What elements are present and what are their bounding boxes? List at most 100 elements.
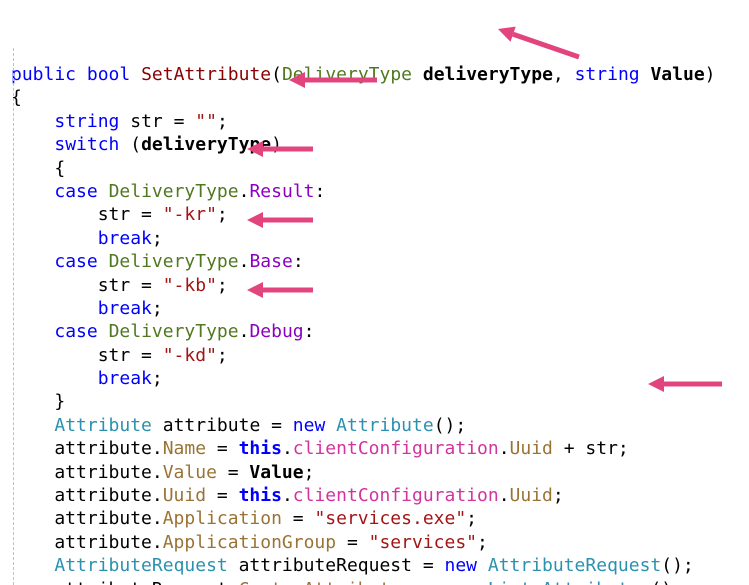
code-token bbox=[98, 321, 109, 342]
code-line[interactable]: str = "-kr"; bbox=[0, 203, 749, 226]
code-token: ; bbox=[303, 461, 315, 483]
code-line[interactable]: AttributeRequest attributeRequest = new … bbox=[0, 554, 749, 577]
code-line[interactable]: attribute.Uuid = this.clientConfiguratio… bbox=[0, 484, 749, 507]
code-token: Attribute bbox=[542, 579, 640, 585]
code-token: string bbox=[574, 64, 640, 85]
code-line[interactable]: str = "-kd"; bbox=[0, 344, 749, 367]
code-token: (); bbox=[661, 555, 694, 577]
code-token: DeliveryType bbox=[108, 180, 239, 202]
code-token bbox=[11, 228, 98, 249]
code-token bbox=[11, 555, 54, 576]
code-line[interactable]: attributeRequest.CustomAttributes = new … bbox=[0, 578, 749, 585]
code-token: < bbox=[531, 579, 542, 585]
code-token: Attribute bbox=[54, 414, 152, 436]
code-token bbox=[11, 134, 54, 155]
code-token: attribute. bbox=[11, 461, 163, 483]
code-lines: public bool SetAttribute(DeliveryType de… bbox=[0, 63, 749, 585]
code-line[interactable]: attribute.Name = this.clientConfiguratio… bbox=[0, 437, 749, 460]
code-line[interactable]: attribute.ApplicationGroup = "services"; bbox=[0, 531, 749, 554]
code-token: bool bbox=[86, 64, 131, 85]
code-line[interactable]: string str = ""; bbox=[0, 110, 749, 133]
code-line[interactable]: public bool SetAttribute(DeliveryType de… bbox=[0, 63, 749, 86]
code-token: deliveryType bbox=[422, 64, 553, 85]
code-line[interactable]: case DeliveryType.Result: bbox=[0, 180, 749, 203]
code-line[interactable]: Attribute attribute = new Attribute(); bbox=[0, 414, 749, 437]
code-token: break bbox=[97, 227, 152, 249]
code-token bbox=[11, 415, 54, 436]
code-token: List bbox=[488, 579, 531, 585]
code-token: Uuid bbox=[509, 438, 553, 460]
code-token: case bbox=[54, 321, 98, 343]
code-token: (); bbox=[433, 414, 467, 436]
code-token: ; bbox=[216, 274, 228, 296]
code-line[interactable]: attribute.Application = "services.exe"; bbox=[0, 507, 749, 530]
code-token: str = bbox=[11, 204, 163, 226]
code-token: . bbox=[498, 485, 510, 507]
code-token: : bbox=[292, 251, 304, 273]
code-token: ; bbox=[151, 297, 163, 319]
code-token: Uuid bbox=[509, 485, 553, 507]
code-token bbox=[640, 64, 651, 85]
code-token: clientConfiguration bbox=[292, 485, 499, 507]
code-token: Result bbox=[249, 180, 315, 202]
code-token bbox=[477, 555, 488, 576]
code-token: ; bbox=[466, 508, 478, 530]
code-line[interactable]: case DeliveryType.Debug: bbox=[0, 320, 749, 343]
code-line[interactable]: } bbox=[0, 390, 749, 413]
code-token: : bbox=[314, 180, 326, 202]
code-token: ; bbox=[552, 485, 564, 507]
code-token: ) bbox=[271, 134, 282, 156]
code-token bbox=[98, 181, 109, 202]
code-line[interactable]: break; bbox=[0, 367, 749, 390]
code-token: case bbox=[54, 180, 98, 202]
code-token: , bbox=[552, 64, 575, 85]
code-token: new bbox=[292, 414, 326, 436]
code-token bbox=[412, 64, 423, 85]
code-line[interactable]: str = "-kb"; bbox=[0, 274, 749, 297]
code-line[interactable]: attribute.Value = Value; bbox=[0, 461, 749, 484]
code-token: str = bbox=[119, 110, 196, 132]
code-token: attribute. bbox=[11, 485, 163, 507]
code-token: = bbox=[206, 438, 239, 460]
code-token: Value bbox=[249, 461, 304, 483]
code-line[interactable]: { bbox=[0, 157, 749, 180]
code-token: str = bbox=[11, 274, 163, 296]
code-token: ; bbox=[151, 368, 163, 390]
code-token: Name bbox=[162, 438, 207, 460]
code-token: "" bbox=[195, 110, 217, 132]
code-token: . bbox=[238, 321, 250, 343]
code-token: : bbox=[303, 321, 315, 343]
code-line[interactable]: break; bbox=[0, 297, 749, 320]
code-token: ( bbox=[271, 64, 282, 85]
code-token: AttributeRequest bbox=[487, 555, 662, 577]
code-line[interactable]: case DeliveryType.Base: bbox=[0, 250, 749, 273]
code-token bbox=[11, 321, 54, 342]
code-token: switch bbox=[54, 134, 120, 156]
code-token: this bbox=[238, 438, 282, 460]
code-token: attribute. bbox=[11, 508, 163, 530]
code-token: ( bbox=[119, 134, 142, 156]
code-line[interactable]: switch (deliveryType) bbox=[0, 133, 749, 156]
code-token: . bbox=[281, 438, 293, 460]
code-token: attributeRequest. bbox=[11, 579, 238, 585]
code-token: . bbox=[498, 438, 510, 460]
code-token: "-kd" bbox=[162, 344, 217, 366]
code-token: DeliveryType bbox=[108, 321, 239, 343]
code-token: new bbox=[444, 579, 477, 585]
code-token: = bbox=[336, 531, 369, 553]
code-token: clientConfiguration bbox=[292, 438, 499, 460]
code-line[interactable]: break; bbox=[0, 227, 749, 250]
code-token: ; bbox=[477, 531, 488, 553]
code-token: ; bbox=[216, 204, 228, 226]
code-line[interactable]: { bbox=[0, 86, 749, 109]
code-token: } bbox=[11, 391, 66, 413]
code-token: = bbox=[412, 579, 445, 585]
code-token: . bbox=[238, 251, 250, 273]
code-token: string bbox=[54, 110, 120, 132]
code-token: attribute. bbox=[11, 531, 163, 553]
code-token: ; bbox=[216, 344, 228, 366]
code-token bbox=[76, 64, 87, 85]
code-token: Value bbox=[650, 64, 705, 85]
code-token bbox=[325, 415, 336, 436]
